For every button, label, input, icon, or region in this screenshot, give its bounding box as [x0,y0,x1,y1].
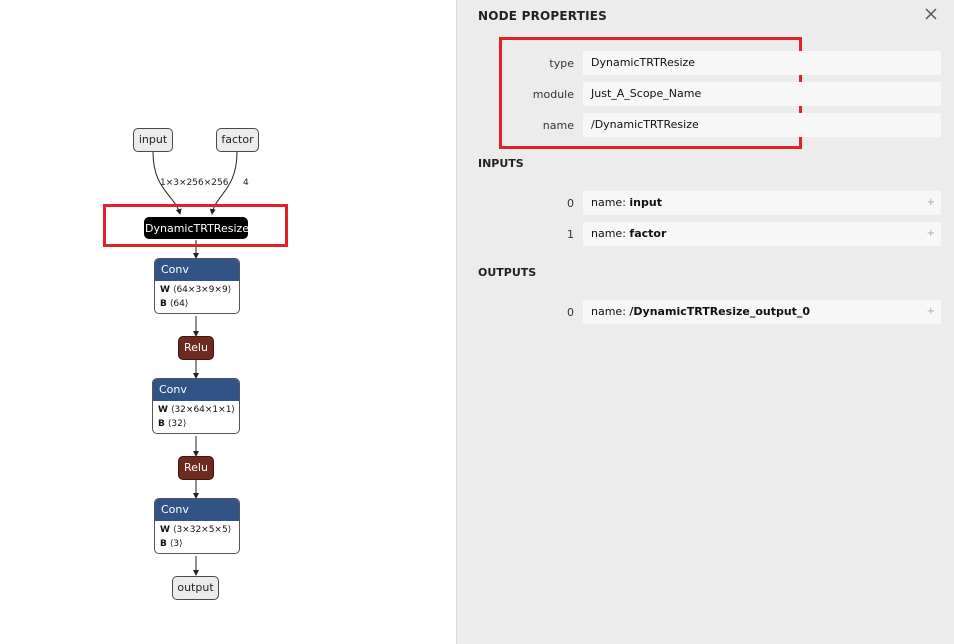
input-name: input [629,196,662,209]
conv-bias-shape: ⟨64⟩ [169,299,189,309]
node-properties-panel: NODE PROPERTIES type DynamicTRTResize mo… [456,0,954,644]
conv-title: Conv [155,259,239,281]
output-item-0[interactable]: name: /DynamicTRTResize_output_0 + [583,300,941,324]
conv-bias-key: B [160,539,167,549]
input-name: factor [629,227,667,240]
prop-value-name[interactable]: /DynamicTRTResize [583,113,941,137]
conv-title: Conv [155,499,239,521]
edge-input-dynamic [152,151,182,215]
input-index: 0 [567,197,574,210]
conv-weight-key: W [160,525,170,535]
conv-weight-shape: ⟨3×32×5×5⟩ [172,525,232,535]
node-factor[interactable]: factor [216,128,259,152]
graph-edges [152,151,238,576]
node-relu-2[interactable]: Relu [178,456,214,480]
expand-icon[interactable]: + [926,197,935,208]
conv-weight-shape: ⟨64×3×9×9⟩ [172,285,232,295]
expand-icon[interactable]: + [926,228,935,239]
node-conv-2[interactable]: Conv W⟨32×64×1×1⟩ B⟨32⟩ [152,378,240,434]
node-output[interactable]: output [172,576,219,600]
output-name-prefix: name: [591,305,630,318]
conv-bias-shape: ⟨3⟩ [169,539,183,549]
node-input[interactable]: input [133,128,173,152]
prop-label-module: module [532,88,574,101]
expand-icon[interactable]: + [926,306,935,317]
prop-label-name: name [542,119,574,132]
output-index: 0 [567,306,574,319]
conv-bias-key: B [158,419,165,429]
node-dynamic-trt-resize[interactable]: DynamicTRTResize [144,217,249,239]
edge-label-factor-shape: 4 [243,178,249,188]
prop-value-module[interactable]: Just_A_Scope_Name [583,82,941,106]
input-name-prefix: name: [591,227,630,240]
prop-label-type: type [549,57,574,70]
input-item-1[interactable]: name: factor + [583,222,941,246]
close-icon[interactable] [923,6,939,22]
panel-title: NODE PROPERTIES [478,9,607,23]
input-index: 1 [567,228,574,241]
conv-bias-key: B [160,299,167,309]
edge-label-input-shape: 1×3×256×256 [160,178,229,188]
node-conv-3[interactable]: Conv W⟨3×32×5×5⟩ B⟨3⟩ [154,498,240,554]
conv-weight-key: W [158,405,168,415]
input-name-prefix: name: [591,196,630,209]
selection-highlight-graph [103,204,288,247]
conv-title: Conv [153,379,239,401]
outputs-section-title: OUTPUTS [478,266,537,279]
input-item-0[interactable]: name: input + [583,191,941,215]
output-name: /DynamicTRTResize_output_0 [629,305,811,318]
node-conv-1[interactable]: Conv W⟨64×3×9×9⟩ B⟨64⟩ [154,258,240,314]
prop-value-type[interactable]: DynamicTRTResize [583,51,941,75]
node-relu-1[interactable]: Relu [178,336,214,360]
conv-weight-key: W [160,285,170,295]
edge-factor-dynamic [209,151,238,215]
conv-weight-shape: ⟨32×64×1×1⟩ [170,405,235,415]
graph-canvas[interactable]: input factor 1×3×256×256 4 DynamicTRTRes… [0,0,456,644]
conv-bias-shape: ⟨32⟩ [167,419,187,429]
inputs-section-title: INPUTS [478,157,524,170]
